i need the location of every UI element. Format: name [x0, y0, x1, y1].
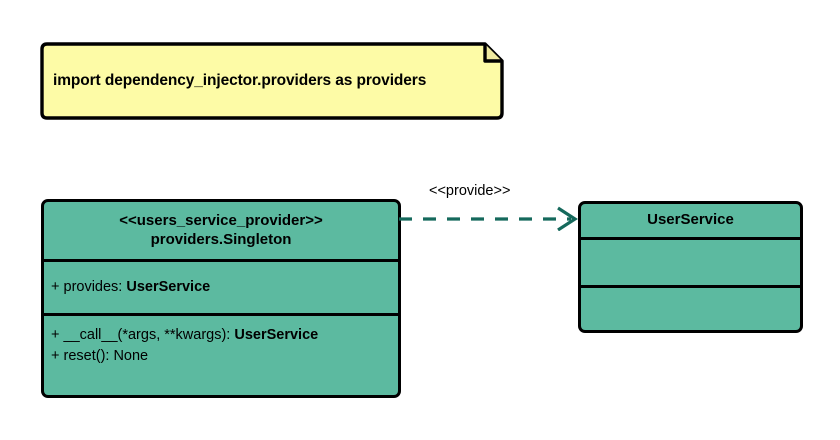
class-box-user-service[interactable]: UserService — [578, 201, 803, 333]
operation-label: reset(): None — [63, 347, 149, 364]
note-text: import dependency_injector.providers as … — [53, 72, 427, 89]
operation-visibility: + — [51, 327, 60, 343]
attribute-visibility: + — [51, 279, 60, 296]
dashed-arrow-icon — [399, 206, 578, 232]
class-name: UserService — [647, 211, 734, 229]
class-operations-compartment: + __call__(*args, **kwargs): UserService… — [44, 313, 398, 395]
attribute-type: UserService — [126, 279, 211, 296]
class-stereotype: <<users_service_provider>> — [119, 211, 323, 229]
operation-row: + __call__(*args, **kwargs): UserService — [51, 325, 391, 346]
attribute-label: provides: — [63, 279, 127, 296]
operation-visibility: + — [51, 347, 60, 364]
note-shape[interactable]: import dependency_injector.providers as … — [39, 41, 505, 121]
connector-provide[interactable]: <<provide>> — [395, 183, 585, 232]
operation-row: + reset(): None — [51, 346, 391, 367]
class-attributes-compartment: + provides: UserService — [44, 259, 398, 313]
operation-label: __call__(*args, **kwargs): — [63, 327, 235, 343]
operation-type: UserService — [234, 327, 319, 343]
note-outline-icon — [40, 42, 504, 120]
attribute-row: + provides: UserService — [51, 277, 210, 298]
class-operations-compartment — [581, 285, 800, 330]
class-box-users-service-provider[interactable]: <<users_service_provider>> providers.Sin… — [41, 199, 401, 398]
connector-label: <<provide>> — [429, 183, 511, 199]
class-attributes-compartment — [581, 237, 800, 285]
class-name: providers.Singleton — [150, 230, 292, 248]
class-title-users-service-provider: <<users_service_provider>> providers.Sin… — [44, 202, 398, 259]
class-title-user-service: UserService — [581, 204, 800, 237]
